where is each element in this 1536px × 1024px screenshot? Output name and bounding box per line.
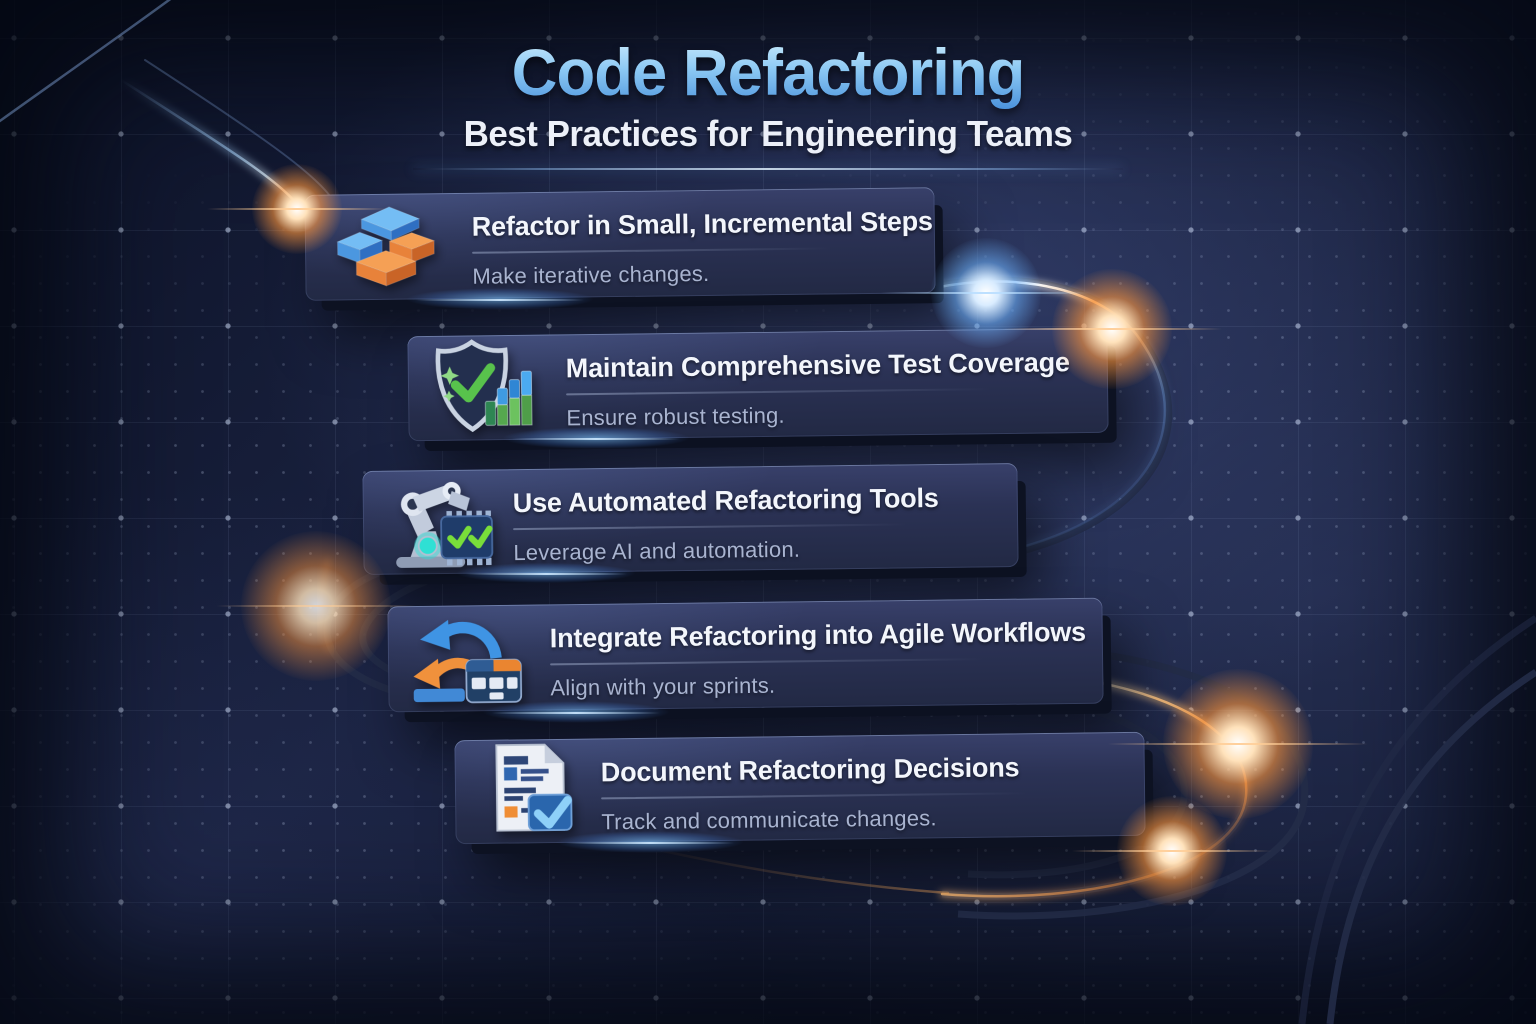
card-title: Refactor in Small, Incremental Steps [471, 206, 933, 242]
card-divider [566, 388, 991, 396]
card-divider [513, 523, 908, 531]
header-underline [413, 168, 1123, 170]
card-title: Document Refactoring Decisions [600, 752, 1020, 788]
card-description: Align with your sprints. [550, 672, 776, 701]
card-divider [472, 247, 833, 254]
card-description: Track and communicate changes. [601, 805, 937, 835]
card-agile-workflows: Integrate Refactoring into Agile Workflo… [387, 597, 1104, 713]
stacked-blocks-icon [324, 194, 443, 299]
shield-checkmark-chart-icon [427, 335, 546, 440]
card-refactor-incremental-steps: Refactor in Small, Incremental Steps Mak… [304, 187, 936, 301]
robot-arm-chip-icon [382, 469, 501, 574]
document-checkmark-icon [474, 739, 593, 844]
card-title: Use Automated Refactoring Tools [512, 482, 939, 519]
page-title: Code Refactoring [511, 35, 1026, 109]
card-divider [550, 658, 984, 666]
page-subtitle: Best Practices for Engineering Teams [463, 113, 1073, 154]
card-title: Integrate Refactoring into Agile Workflo… [549, 616, 1087, 654]
card-divider [601, 792, 1028, 800]
card-automated-tools: Use Automated Refactoring Tools Leverage… [362, 463, 1019, 575]
card-description: Leverage AI and automation. [513, 536, 801, 566]
card-description: Ensure robust testing. [566, 402, 785, 431]
card-title: Maintain Comprehensive Test Coverage [565, 347, 1070, 384]
card-document-decisions: Document Refactoring Decisions Track and… [454, 731, 1146, 845]
card-description: Make iterative changes. [472, 260, 710, 289]
card-test-coverage: Maintain Comprehensive Test Coverage Ens… [407, 327, 1109, 442]
cycle-arrows-kanban-icon [407, 606, 526, 711]
